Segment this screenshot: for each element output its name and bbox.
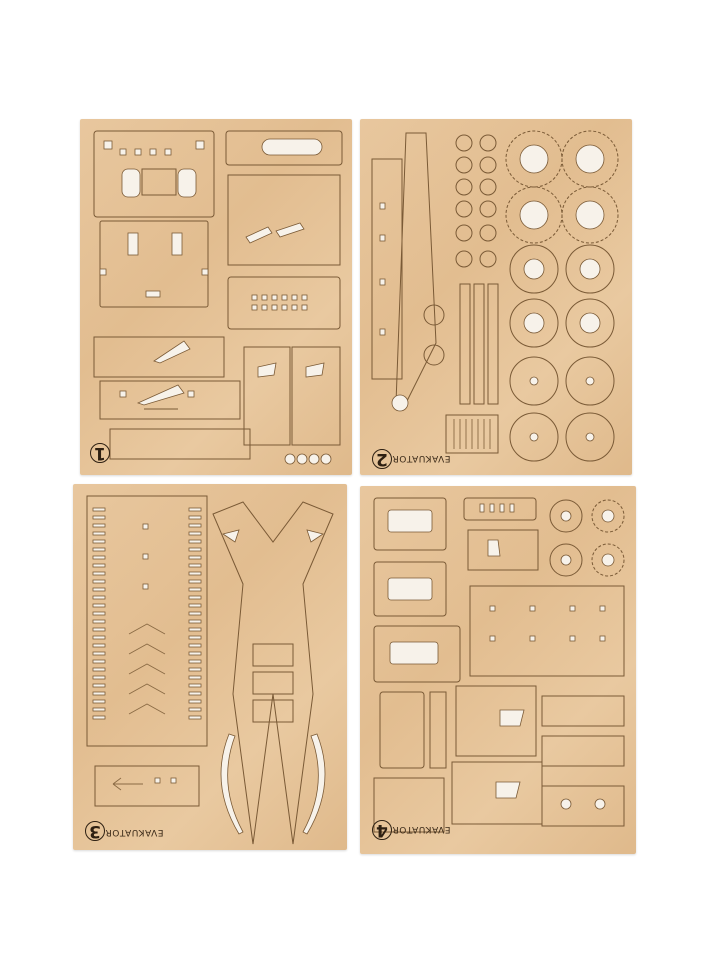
sheet-2: EVAKUATOR 2 — [360, 119, 632, 475]
sheet-number: 2 — [372, 449, 392, 469]
sheet-brand: EVAKUATOR — [392, 453, 451, 463]
sheet-2-cut-pattern — [371, 130, 619, 462]
sheet-1: 1 — [80, 119, 352, 475]
sheet-number: 4 — [372, 820, 392, 840]
sheet-brand: EVAKUATOR — [105, 827, 164, 837]
sheet-4-cut-pattern — [373, 497, 625, 833]
sheet-brand: EVAKUATOR — [392, 824, 451, 834]
sheet-1-cut-pattern — [93, 130, 343, 465]
sheet-3-cut-pattern — [86, 495, 334, 845]
sheet-number: 1 — [90, 443, 110, 463]
sheet-3: EVAKUATOR 3 — [73, 484, 347, 850]
sheet-number: 3 — [85, 821, 105, 841]
sheet-4: EVAKUATOR 4 — [360, 486, 636, 854]
